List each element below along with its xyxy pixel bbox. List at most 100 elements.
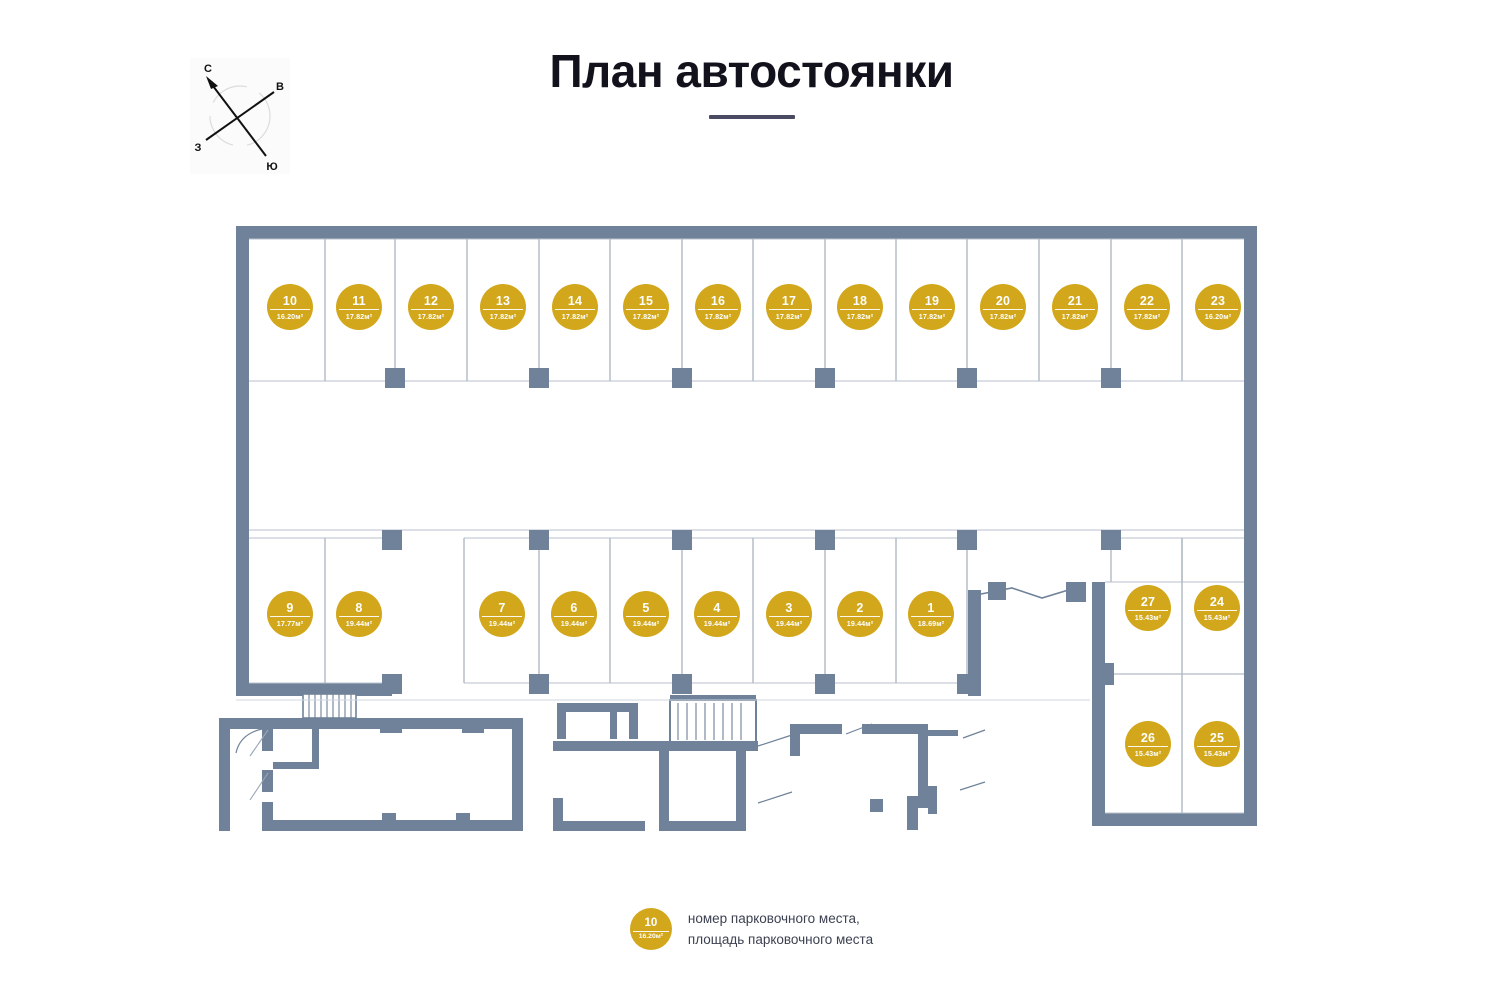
legend-line-2: площадь парковочного места (687, 932, 874, 947)
legend: 10 16.20м² номер парковочного места, пло… (0, 908, 1503, 950)
parking-space-divider-rule (626, 616, 666, 618)
parking-space-divider-rule (483, 309, 523, 311)
parking-space-divider-rule (983, 309, 1023, 311)
parking-space-number: 7 (498, 601, 506, 616)
parking-space-area: 15.43м² (1203, 612, 1231, 622)
parking-space-area: 16.20м² (1204, 311, 1232, 321)
parking-space-divider-rule (1055, 309, 1095, 311)
parking-space-number: 1 (927, 601, 935, 616)
parking-space-marker[interactable]: 9 17.77м² (267, 591, 313, 637)
compass-label-north: С (204, 63, 212, 75)
parking-space-area: 19.44м² (775, 618, 803, 628)
parking-space-area: 17.77м² (276, 618, 304, 628)
parking-space-area: 19.44м² (703, 618, 731, 628)
parking-space-area: 15.43м² (1134, 612, 1162, 622)
legend-sample-marker: 10 16.20м² (629, 908, 672, 950)
parking-space-marker[interactable]: 20 17.82м² (980, 284, 1026, 330)
parking-space-divider-rule (769, 309, 809, 311)
parking-space-marker[interactable]: 24 15.43м² (1194, 585, 1240, 631)
tech-block-center (553, 703, 758, 831)
parking-space-marker[interactable]: 14 17.82м² (552, 284, 598, 330)
parking-space-number: 22 (1139, 294, 1155, 309)
parking-space-area: 17.82м² (846, 311, 874, 321)
parking-space-divider-rule (911, 616, 951, 618)
parking-space-marker[interactable]: 25 15.43м² (1194, 721, 1240, 767)
parking-space-area: 17.82м² (561, 311, 589, 321)
compass-label-east: В (276, 81, 284, 93)
parking-space-number: 11 (352, 294, 366, 309)
parking-space-area: 17.82м² (417, 311, 445, 321)
parking-space-marker[interactable]: 5 19.44м² (623, 591, 669, 637)
parking-space-number: 2 (856, 601, 864, 616)
parking-space-marker[interactable]: 7 19.44м² (479, 591, 525, 637)
parking-space-divider-rule (769, 616, 809, 618)
parking-space-area: 19.44м² (632, 618, 660, 628)
parking-space-area: 19.44м² (488, 618, 516, 628)
staircase-left (302, 693, 357, 719)
parking-space-area: 19.44м² (846, 618, 874, 628)
parking-space-area: 17.82м² (704, 311, 732, 321)
parking-space-area: 17.82м² (918, 311, 946, 321)
parking-space-number: 18 (852, 294, 868, 309)
parking-space-number: 14 (567, 294, 583, 309)
parking-space-marker[interactable]: 2 19.44м² (837, 591, 883, 637)
parking-space-area: 17.82м² (989, 311, 1017, 321)
parking-space-divider-rule (912, 309, 952, 311)
parking-space-divider-rule (555, 309, 595, 311)
compass-label-south: Ю (266, 161, 277, 173)
parking-space-marker[interactable]: 3 19.44м² (766, 591, 812, 637)
legend-sample-area: 16.20м² (638, 933, 664, 941)
parking-space-number: 25 (1209, 731, 1225, 746)
parking-space-number: 24 (1209, 595, 1225, 610)
tech-block-left (219, 718, 523, 831)
legend-line-1: номер парковочного места, (687, 911, 860, 926)
parking-space-divider-rule (1197, 610, 1237, 612)
plan-geometry (219, 226, 1257, 831)
compass-axis-ns (209, 81, 267, 157)
parking-space-number: 9 (286, 601, 294, 616)
parking-space-number: 5 (642, 601, 650, 616)
title-underline-rule (708, 114, 795, 119)
parking-space-divider-rule (482, 616, 522, 618)
parking-space-divider-rule (1127, 309, 1167, 311)
compass-label-west: З (195, 142, 202, 154)
parking-space-area: 15.43м² (1203, 748, 1231, 758)
parking-space-divider-rule (411, 309, 451, 311)
tech-block-left-doors (249, 729, 269, 801)
parking-space-area: 17.82м² (632, 311, 660, 321)
staircase-center (669, 695, 757, 743)
parking-space-marker[interactable]: 18 17.82м² (837, 284, 883, 330)
parking-space-divider-rule (554, 616, 594, 618)
parking-space-number: 6 (570, 601, 578, 616)
tech-block-right (790, 724, 958, 830)
parking-space-number: 21 (1067, 294, 1083, 309)
parking-space-number: 20 (995, 294, 1011, 309)
right-block (1092, 530, 1257, 826)
legend-description: номер парковочного места, площадь парков… (688, 908, 873, 950)
parking-space-divider-rule (1128, 746, 1168, 748)
parking-space-divider-rule (270, 616, 310, 618)
parking-space-number: 16 (710, 294, 726, 309)
parking-space-number: 13 (495, 294, 511, 309)
parking-space-number: 10 (282, 294, 298, 309)
parking-space-number: 3 (785, 601, 793, 616)
parking-space-marker[interactable]: 16 17.82м² (695, 284, 741, 330)
parking-space-number: 8 (355, 601, 363, 616)
parking-space-number: 17 (781, 294, 797, 309)
